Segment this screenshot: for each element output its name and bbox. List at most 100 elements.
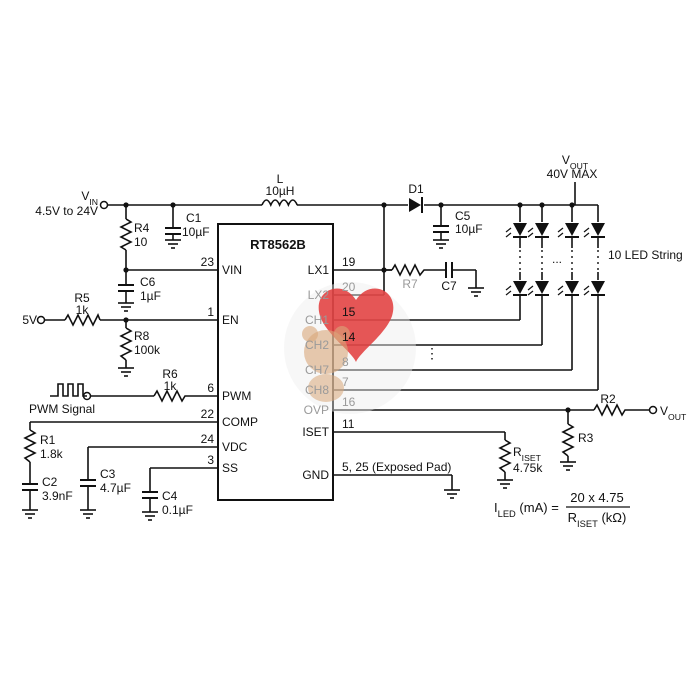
pin-ch8-num: 7 — [342, 375, 349, 389]
pin-lx1-label-part: LX1 — [308, 263, 330, 277]
pin-vin-num-part: 23 — [201, 255, 215, 269]
pin-ss-num-part: 3 — [207, 453, 214, 467]
ovp-vout-label-part: V — [660, 404, 668, 418]
pin-iset-num-part: 11 — [342, 417, 355, 431]
ground-symbols — [22, 239, 576, 521]
c5-symbol — [433, 225, 449, 233]
pin-ch2-label: CH2 — [305, 338, 329, 352]
pin-lx2-label-part: LX2 — [308, 288, 330, 302]
c7-name-part: C7 — [441, 279, 457, 293]
vout-label-part: V — [562, 153, 570, 167]
pin-ovp-label: OVP — [304, 403, 329, 417]
r4-name-part: R4 — [134, 221, 150, 235]
c5-name-part: C5 — [455, 209, 471, 223]
vout-max-part: 40V MAX — [547, 167, 598, 181]
riset-value-part: 4.75k — [513, 461, 543, 475]
c7-symbol — [445, 262, 453, 278]
formula-denominator-part: (kΩ) — [598, 510, 627, 525]
r2-symbol — [593, 403, 626, 417]
pin-ch8-num-part: 7 — [342, 375, 349, 389]
r7-symbol — [391, 263, 426, 277]
ovp-vout-label-part: OUT — [668, 412, 687, 422]
vin-label-part: V — [81, 189, 89, 203]
r3-name: R3 — [578, 431, 594, 445]
inductor-symbol — [261, 199, 298, 207]
vin-range: 4.5V to 24V — [35, 204, 98, 218]
pin-ch1-num-part: 15 — [342, 305, 356, 319]
r8-value-part: 100k — [134, 343, 161, 357]
led-icon — [583, 223, 605, 238]
led-icon — [505, 281, 527, 296]
pwm-pulse-icon — [50, 383, 87, 397]
r1-symbol — [23, 429, 37, 463]
pin-en-num-part: 1 — [207, 305, 214, 319]
pin-ch2-num: 14 — [342, 330, 356, 344]
pin-lx2-label: LX2 — [308, 288, 330, 302]
pin-vin-label-part: VIN — [222, 263, 242, 277]
c4-value: 0.1µF — [162, 503, 193, 517]
formula-lhs-part: (mA) = — [516, 500, 559, 515]
pin-iset-label: ISET — [302, 425, 329, 439]
pin-ch1-label-part: CH1 — [305, 313, 329, 327]
c3-value: 4.7µF — [100, 481, 131, 495]
pin-lx2-num-part: 20 — [342, 280, 356, 294]
ground-icon — [433, 239, 449, 249]
c2-value-part: 3.9nF — [42, 489, 73, 503]
r3-name-part: R3 — [578, 431, 594, 445]
c2-name-part: C2 — [42, 475, 58, 489]
pin-ch2-num-part: 14 — [342, 330, 356, 344]
r2-name-part: R2 — [600, 392, 616, 406]
r8-symbol — [119, 327, 133, 361]
ground-icon — [165, 239, 181, 249]
formula-numerator: 20 x 4.75 — [570, 490, 624, 505]
r4-value: 10 — [134, 235, 148, 249]
r6-value-part: 1k — [164, 379, 178, 393]
capacitors — [22, 225, 453, 499]
pin-ch2-label-part: CH2 — [305, 338, 329, 352]
c5-name: C5 — [455, 209, 471, 223]
pin-pwm-label: PWM — [222, 389, 251, 403]
pin-en-num: 1 — [207, 305, 214, 319]
c6-name: C6 — [140, 275, 156, 289]
vout-ovp-terminal — [648, 405, 658, 415]
riset-symbol — [498, 439, 512, 473]
r1-name: R1 — [40, 433, 56, 447]
pin-gnd-label-part: GND — [302, 468, 329, 482]
c4-name-part: C4 — [162, 489, 178, 503]
ground-icon — [560, 461, 576, 471]
c3-value-part: 4.7µF — [100, 481, 131, 495]
ic-name-part: RT8562B — [250, 237, 306, 252]
ground-icon — [142, 511, 158, 521]
pin-vdc-num-part: 24 — [201, 432, 215, 446]
pin-vdc-label: VDC — [222, 440, 248, 454]
c4-symbol — [142, 491, 158, 499]
r5-value: 1k — [76, 303, 90, 317]
ground-icon — [80, 509, 96, 519]
led-vdots: ⋮ — [425, 345, 439, 361]
r5-symbol — [64, 313, 101, 327]
vin-range-part: 4.5V to 24V — [35, 204, 98, 218]
pin-ss-label-part: SS — [222, 461, 238, 475]
c1-value: 10µF — [182, 225, 210, 239]
formula-lhs: ILED (mA) = — [494, 500, 559, 519]
r4-symbol — [119, 218, 133, 251]
r8-value: 100k — [134, 343, 161, 357]
pin-iset-label-part: ISET — [302, 425, 329, 439]
led-string-label: 10 LED String — [608, 248, 683, 262]
junction-dots — [123, 202, 575, 413]
c1-symbol — [165, 227, 181, 235]
pin-vin-num: 23 — [201, 255, 215, 269]
ground-icon — [22, 509, 38, 519]
diode-d1-symbol — [409, 197, 423, 213]
vout-label-part: OUT — [570, 161, 589, 171]
pin-ch7-num: 8 — [342, 355, 349, 369]
vin-label-part: IN — [89, 197, 98, 207]
pin-ch8-label: CH8 — [305, 383, 329, 397]
pin-ch7-num-part: 8 — [342, 355, 349, 369]
ground-icon — [497, 479, 513, 489]
formula-lhs-part: LED — [498, 509, 516, 519]
r6-name: R6 — [162, 367, 178, 381]
r4-value-part: 10 — [134, 235, 148, 249]
en-supply-label-part: 5V — [22, 313, 37, 327]
